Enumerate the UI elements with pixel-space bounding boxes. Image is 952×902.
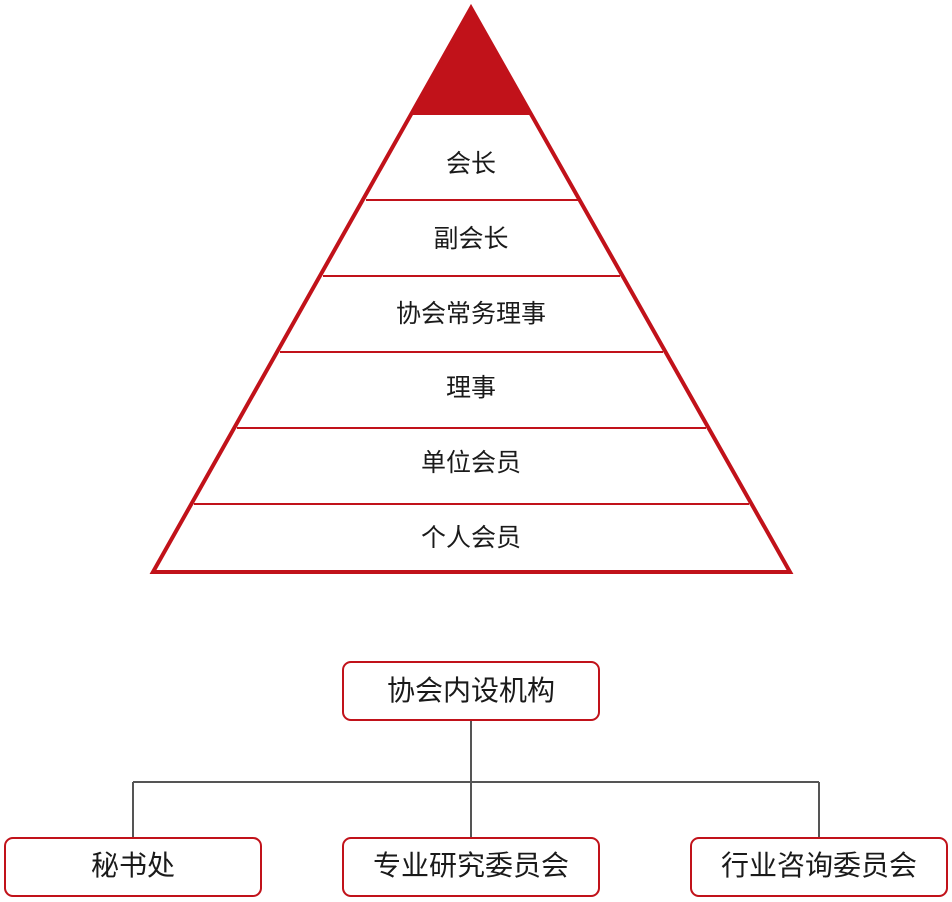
tier-label-standing-directors: 协会常务理事 — [396, 299, 546, 328]
tier-label-individual-members: 个人会员 — [421, 523, 521, 552]
membership-pyramid: 会长 副会长 协会常务理事 理事 单位会员 个人会员 — [149, 3, 794, 574]
org-root-label: 协会内设机构 — [387, 674, 555, 707]
org-box-label: 专业研究委员会 — [373, 849, 569, 882]
tier-label-vice-president: 副会长 — [433, 224, 508, 253]
org-box-secretariat: 秘书处 — [4, 837, 262, 897]
internal-structure-tree: 协会内设机构 秘书处 专业研究委员会 行业咨询委员会 — [4, 661, 948, 897]
org-box-consulting-committee: 行业咨询委员会 — [690, 837, 948, 897]
pyramid-outline — [149, 3, 794, 574]
org-box-research-committee: 专业研究委员会 — [342, 837, 600, 897]
org-root-box: 协会内设机构 — [342, 661, 600, 721]
org-box-label: 秘书处 — [91, 849, 175, 882]
pyramid-apex-fill — [413, 8, 529, 114]
org-box-label: 行业咨询委员会 — [721, 849, 917, 882]
tier-label-directors: 理事 — [446, 373, 496, 402]
tier-label-unit-members: 单位会员 — [421, 448, 521, 477]
tier-label-president: 会长 — [446, 149, 496, 178]
